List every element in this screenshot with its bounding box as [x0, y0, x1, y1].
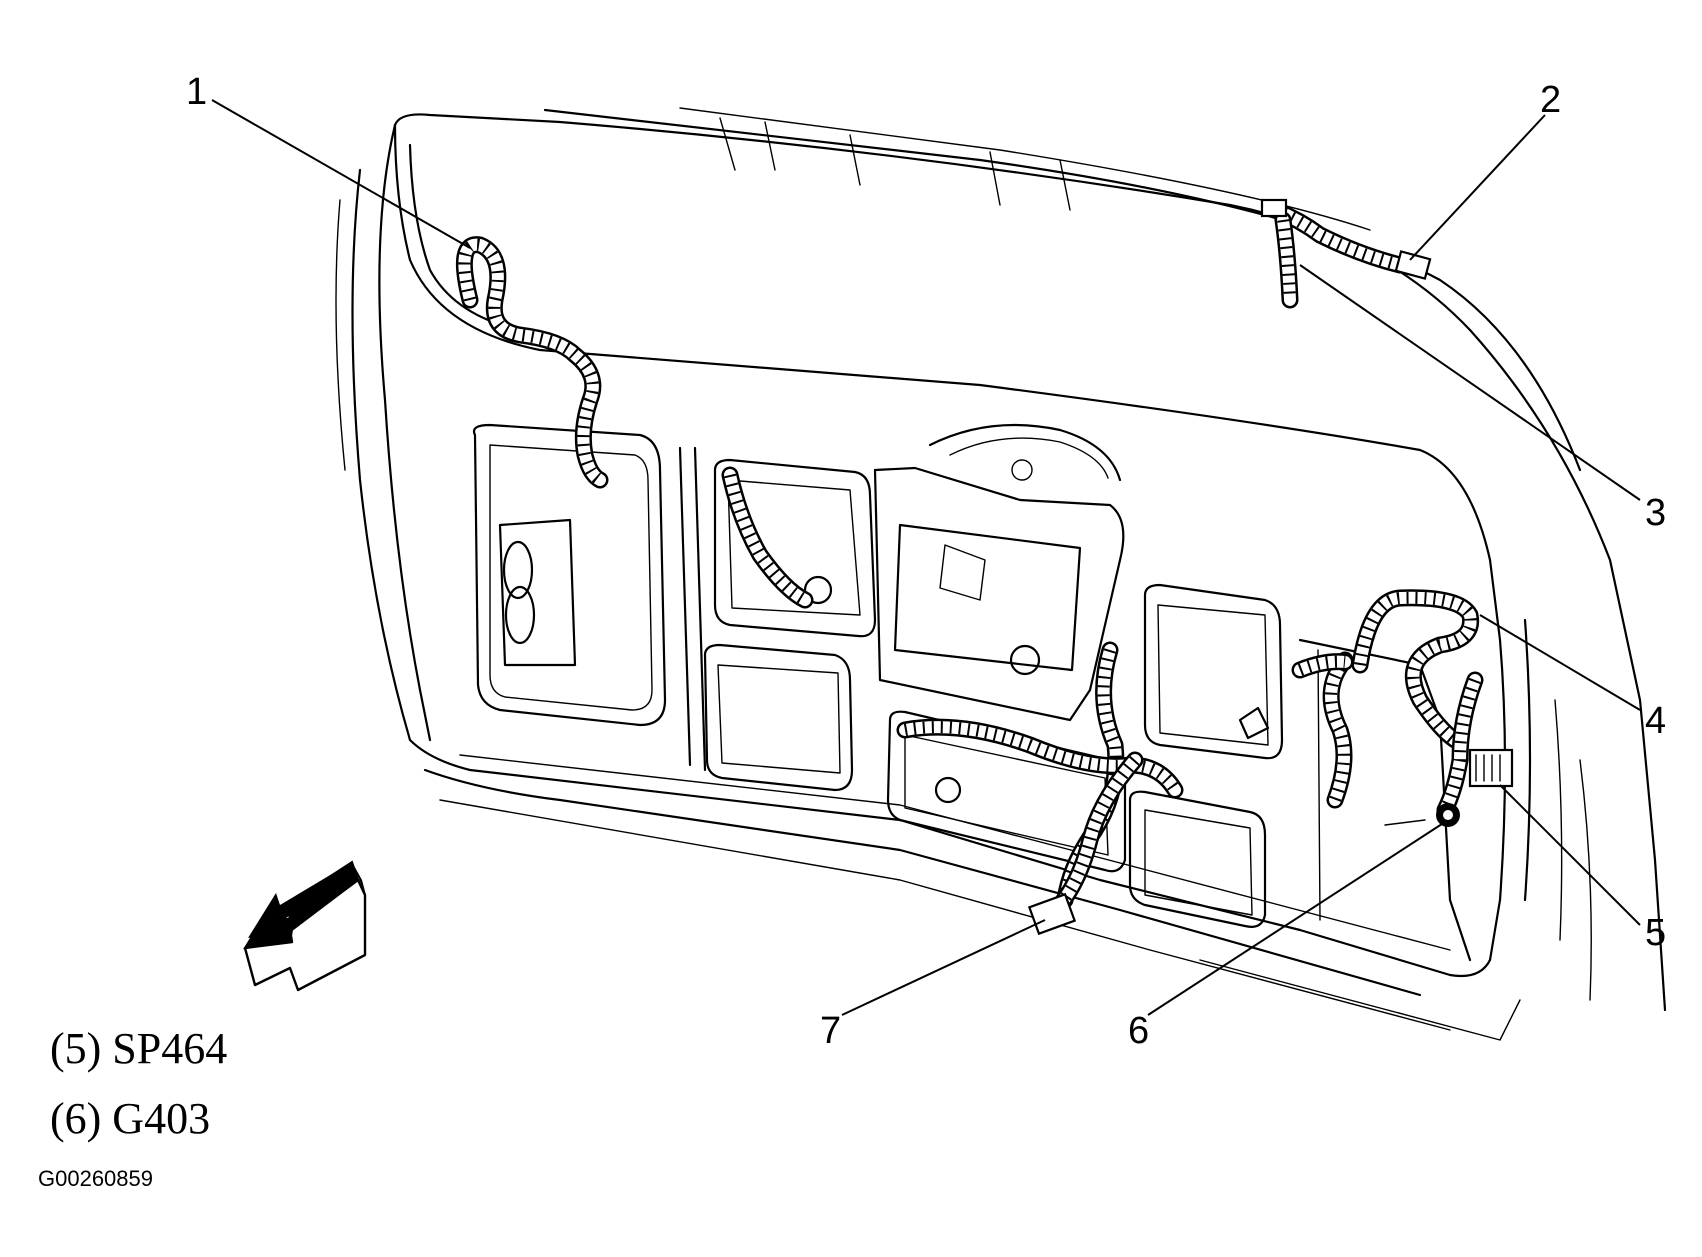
callout-1: 1 — [186, 71, 207, 113]
wiring-harness — [455, 198, 1514, 936]
callout-6: 6 — [1128, 1010, 1149, 1052]
legend-item-g403: (6) G403 — [50, 1094, 210, 1143]
callout-2: 2 — [1540, 79, 1561, 121]
figure-id: G00260859 — [38, 1166, 153, 1191]
callout-5: 5 — [1645, 912, 1666, 954]
harness-segment-upper-middle — [721, 466, 814, 609]
splice-pack-sp464 — [1468, 748, 1514, 788]
callout-3: 3 — [1645, 492, 1666, 534]
connector-lower-center — [1027, 892, 1077, 936]
forward-direction-arrow-icon — [243, 860, 367, 992]
callout-leaders — [211, 99, 1641, 1016]
panel-cutouts — [472, 423, 1472, 962]
callout-numbers: 1 2 3 4 5 6 7 — [186, 71, 1666, 1052]
callout-4: 4 — [1645, 700, 1666, 742]
callout-7: 7 — [820, 1010, 841, 1052]
liftgate-panel — [335, 107, 1667, 1041]
legend-item-sp464: (5) SP464 — [50, 1024, 227, 1073]
legend: (5) SP464 (6) G403 — [50, 1024, 227, 1143]
